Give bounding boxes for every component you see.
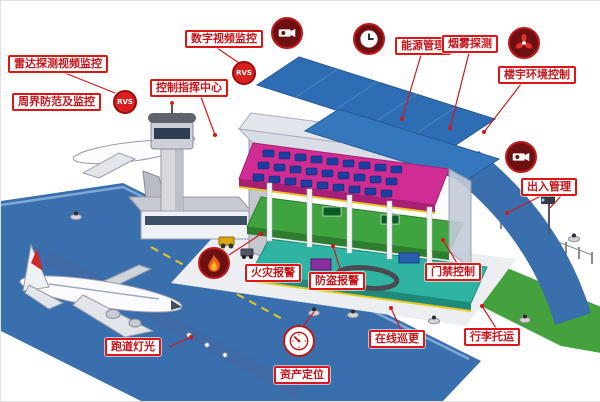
label-control-center: 控制指挥中心	[150, 79, 228, 98]
sensor-markers	[70, 211, 580, 325]
label-asset-tracking: 资产定位	[274, 366, 330, 385]
service-vehicles	[218, 236, 254, 259]
parked-aircraft	[19, 243, 183, 338]
terminal-building	[127, 196, 253, 240]
label-digital-video: 数字视频监控	[185, 30, 263, 49]
clock-icon	[353, 23, 385, 55]
control-tower	[148, 101, 196, 212]
label-burglar-alarm: 防盗报警	[309, 272, 365, 291]
camera-icon	[271, 17, 303, 49]
label-door-access: 门禁控制	[425, 263, 481, 282]
columns	[266, 182, 433, 266]
label-online-patrol: 在线巡更	[369, 330, 425, 349]
label-access-mgmt: 出入管理	[521, 178, 577, 197]
label-runway-lights: 跑道灯光	[105, 338, 161, 357]
fan-icon	[508, 27, 540, 59]
label-fire-alarm: 火灾报警	[245, 264, 301, 283]
runway-edge-lights	[186, 332, 228, 358]
label-perimeter: 周界防范及监控	[12, 93, 101, 112]
label-energy: 能源管理	[395, 37, 451, 56]
pole-camera	[541, 196, 555, 234]
service-road	[453, 151, 591, 325]
gauge-icon	[283, 325, 315, 357]
label-radar-video: 雷达探测视频监控	[8, 55, 108, 74]
rvs-badge-2: RVS	[232, 61, 256, 85]
label-baggage: 行李托运	[464, 328, 520, 347]
grass	[471, 253, 600, 353]
camera2-icon	[505, 141, 537, 173]
connector-lines	[64, 47, 562, 348]
main-building	[237, 56, 501, 312]
seat-rows	[252, 149, 403, 198]
label-smoke: 烟雾探测	[442, 35, 498, 54]
ground-floor	[250, 238, 488, 312]
label-building-env: 楼宇环境控制	[498, 66, 576, 85]
rvs-badge-1: RVS	[113, 90, 137, 114]
fire-icon	[198, 247, 230, 279]
